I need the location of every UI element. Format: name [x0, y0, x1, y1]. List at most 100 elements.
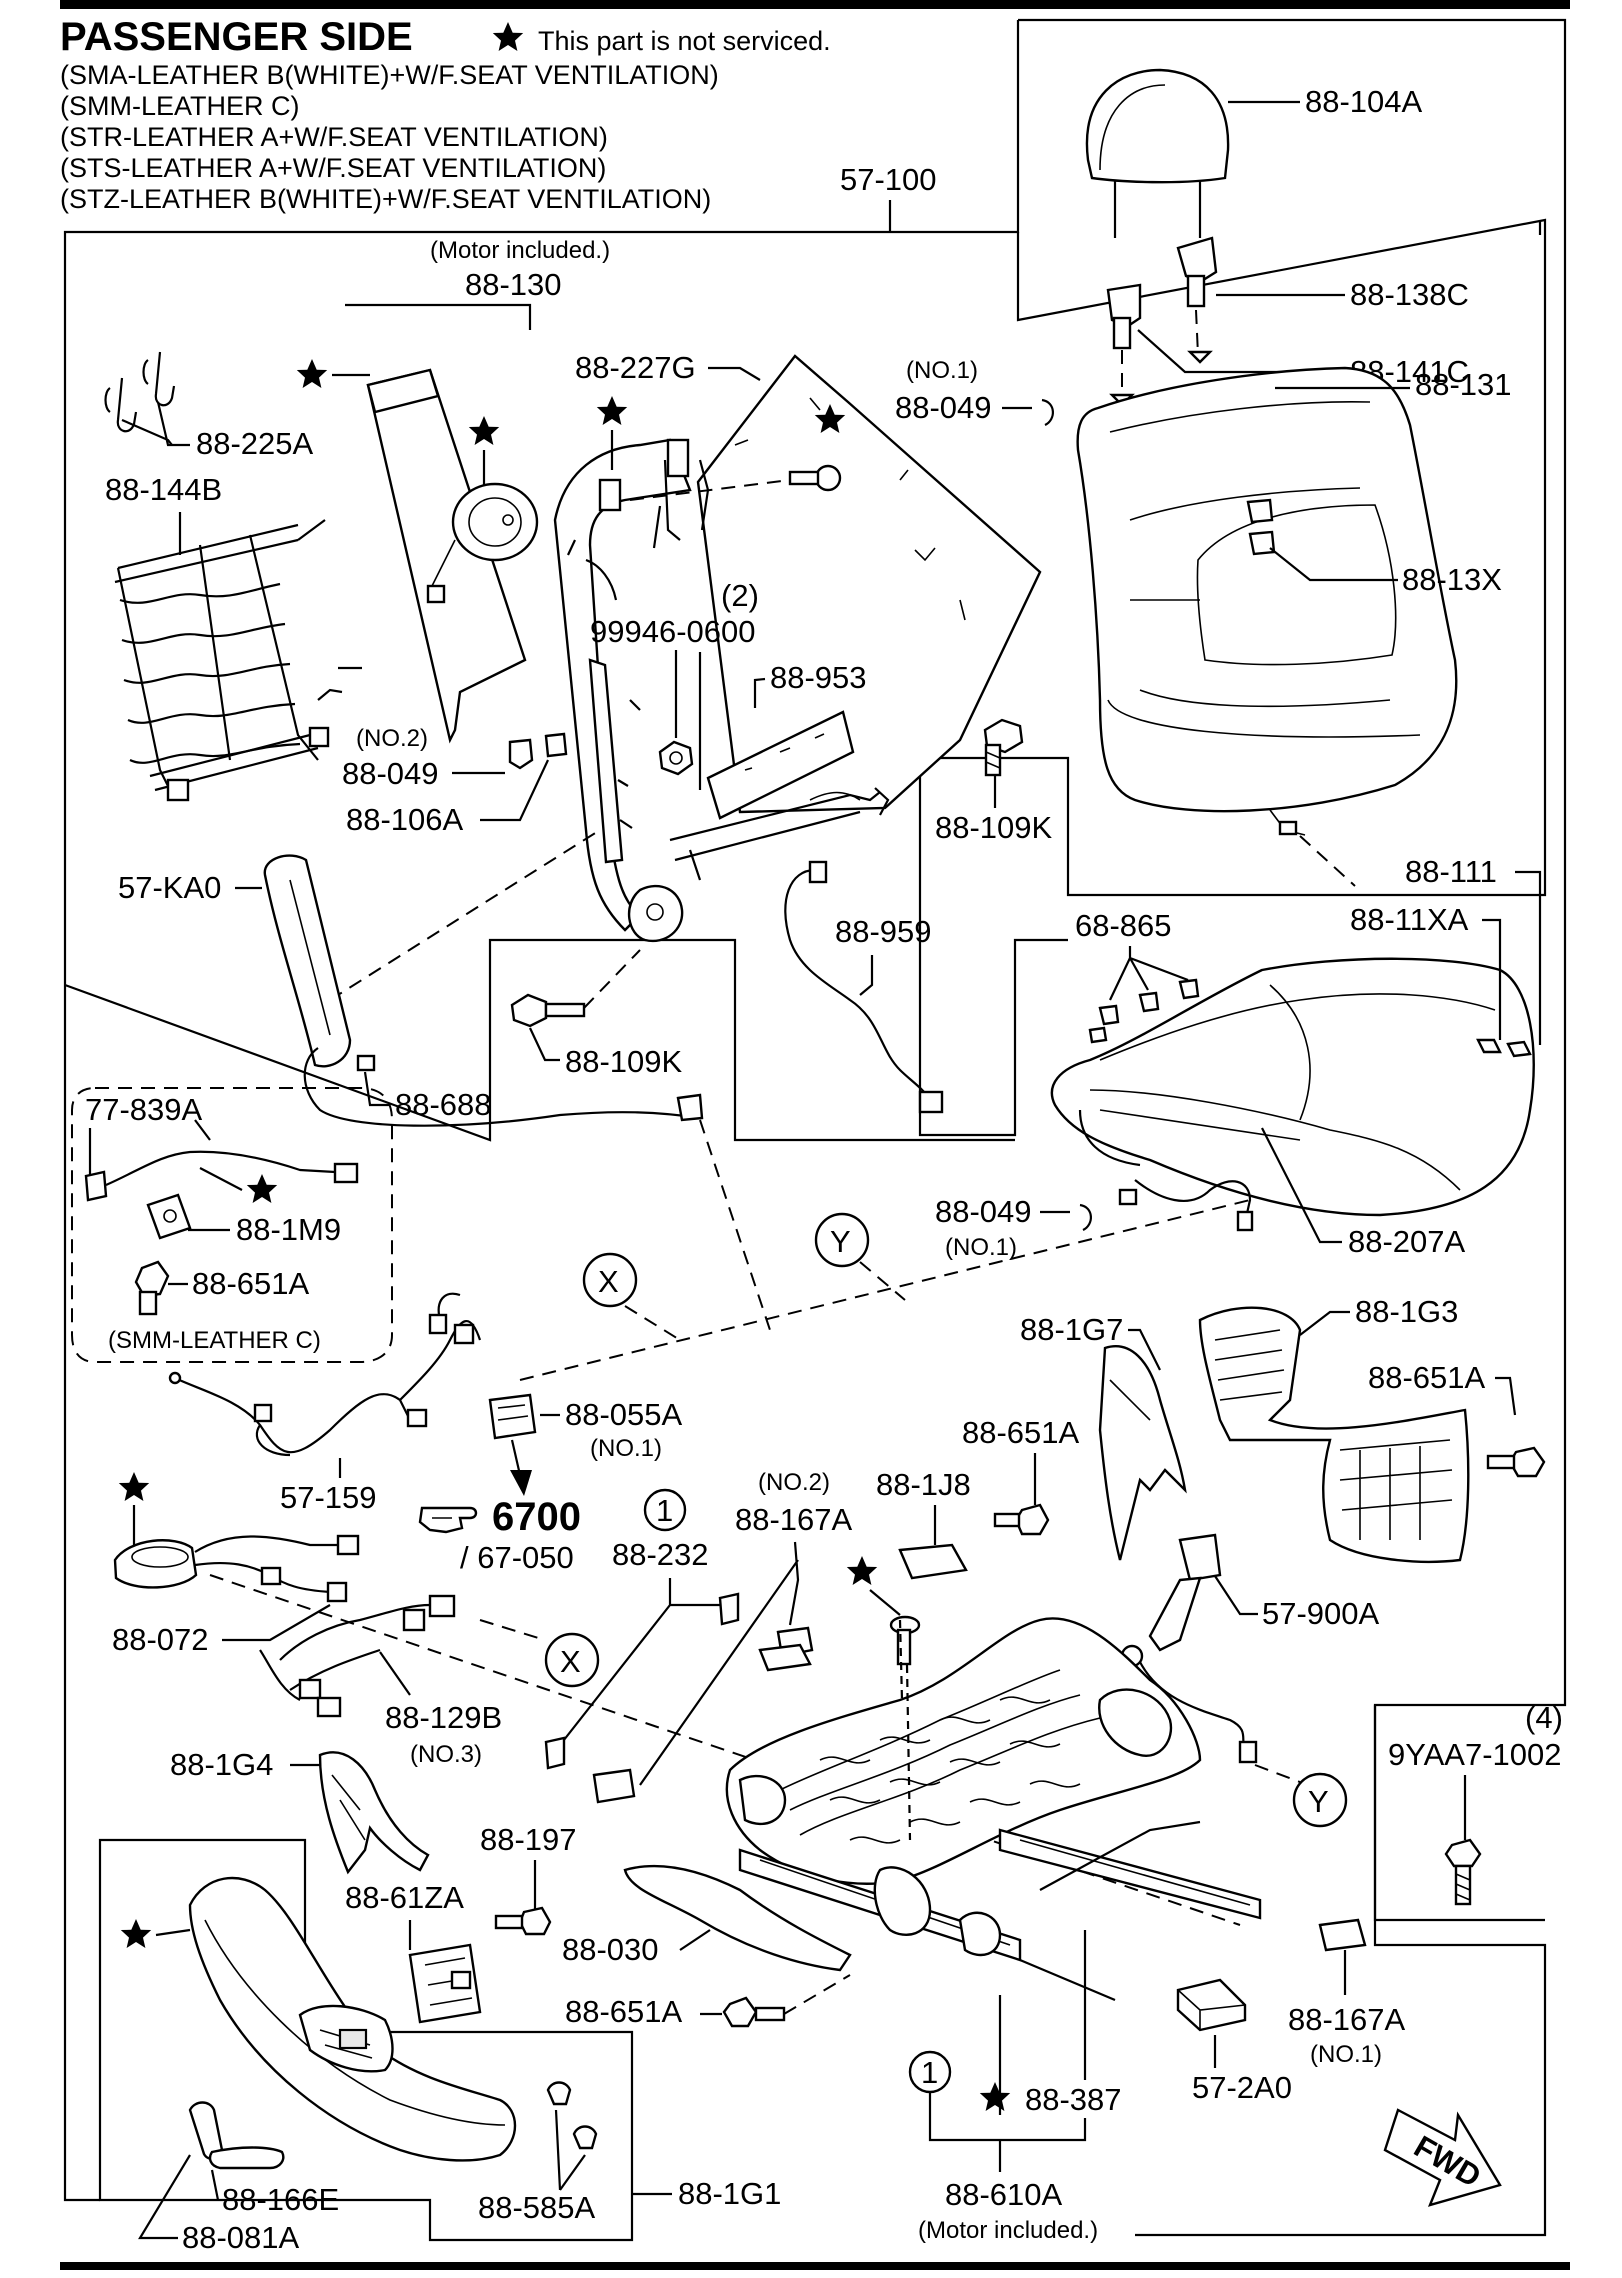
label-x-a: X [598, 1264, 619, 1299]
top-rule [60, 0, 1570, 9]
label-no1-d: (NO.1) [1310, 2041, 1382, 2068]
label-77-839a: 77-839A [85, 1092, 203, 1127]
label-88-030: 88-030 [562, 1932, 659, 1967]
star-icon [846, 1556, 878, 1585]
label-88-1g4: 88-1G4 [170, 1747, 273, 1782]
label-no2-b: (NO.2) [758, 1469, 830, 1496]
seat-frame-assembly [725, 1617, 1262, 2002]
fasteners-68-865 [1088, 978, 1200, 1044]
label-motor-included-bottom: (Motor included.) [918, 2217, 1098, 2244]
label-57-ka0: 57-KA0 [118, 870, 221, 905]
ref-circle-1-upper [643, 1488, 687, 1532]
label-88-651a-a: 88-651A [192, 1266, 310, 1301]
label-ref-6700: 6700 [492, 1495, 581, 1539]
label-88-1m9: 88-1M9 [236, 1212, 341, 1247]
label-88-959: 88-959 [835, 914, 932, 949]
star-icon [296, 359, 328, 388]
harness-57-159 [168, 1292, 482, 1457]
clip-88-049-top [1041, 398, 1054, 427]
clips-88-167a-upper [592, 1626, 814, 1804]
label-88-651a-b: 88-651A [1368, 1360, 1486, 1395]
star-icon [596, 396, 628, 425]
label-no2-a: (NO.2) [356, 725, 428, 752]
label-88-049-c: 88-049 [935, 1194, 1032, 1229]
bolt-9yaa7 [1444, 1838, 1482, 1906]
label-88-131: 88-131 [1415, 367, 1512, 402]
trim-line-5: (STZ-LEATHER B(WHITE)+W/F.SEAT VENTILATI… [60, 184, 711, 214]
label-88-072: 88-072 [112, 1622, 209, 1657]
trim-line-1: (SMA-LEATHER B(WHITE)+W/F.SEAT VENTILATI… [60, 60, 719, 90]
header: PASSENGER SIDE This part is not serviced… [60, 15, 831, 214]
backrest-cover [1076, 366, 1458, 836]
bolt-88-049-backrest [629, 464, 842, 501]
bolt-88-651a-lower [722, 1996, 786, 2028]
trim-line-3: (STR-LEATHER A+W/F.SEAT VENTILATION) [60, 122, 608, 152]
label-88-109k-a: 88-109K [935, 810, 1053, 845]
module-57-2a0 [1176, 1978, 1247, 2032]
smm-group-box [71, 1087, 393, 1363]
label-no3: (NO.3) [410, 1741, 482, 1768]
label-9yaa7-1002: 9YAA7-1002 [1388, 1737, 1562, 1772]
label-qty-4: (4) [1525, 1700, 1563, 1735]
spring-mat [114, 519, 362, 802]
label-88-585a: 88-585A [478, 2190, 596, 2225]
clip-88-049-cushion [1079, 1203, 1092, 1232]
label-y-a: Y [830, 1224, 851, 1259]
label-88-651a-c: 88-651A [962, 1415, 1080, 1450]
label-88-049-a: 88-049 [895, 390, 992, 425]
bolt-88-109k-lower [510, 993, 586, 1028]
trim-88-1g7 [1098, 1345, 1187, 1561]
star-icon [246, 1174, 278, 1203]
bolt-88-651a-right [1486, 1446, 1546, 1478]
label-88-207a: 88-207A [1348, 1224, 1466, 1259]
backrest-heater-mat [366, 368, 527, 744]
label-57-900a: 57-900A [1262, 1596, 1380, 1631]
shield-group-boundary [98, 1838, 634, 2242]
label-one-b: 1 [921, 2055, 938, 2090]
trim-88-1g4 [318, 1751, 430, 1875]
star-icon [120, 1919, 152, 1948]
clip-88-167a-lower [1318, 1918, 1367, 1952]
label-smm-note: (SMM-LEATHER C) [108, 1327, 321, 1354]
ventilation-module [706, 710, 855, 820]
bolt-88-651a-smm [134, 1260, 170, 1316]
label-88-081a: 88-081A [182, 2220, 300, 2255]
star-icon [979, 2082, 1011, 2111]
headrest [1085, 68, 1230, 238]
hand-pointer-icon [418, 1506, 478, 1534]
ref-circle-y-upper [814, 1212, 870, 1268]
nut-99946 [658, 740, 694, 776]
label-57-2a0: 57-2A0 [1192, 2070, 1292, 2105]
bolt-88-651a-mid [993, 1503, 1050, 1536]
label-88-651a-d: 88-651A [565, 1994, 683, 2029]
harness-77-839a [84, 1150, 359, 1240]
label-88-11xa: 88-11XA [1350, 902, 1469, 937]
label-57-159: 57-159 [280, 1480, 377, 1515]
label-88-1j8: 88-1J8 [876, 1467, 971, 1502]
label-88-13x: 88-13X [1402, 562, 1502, 597]
label-99946-0600: 99946-0600 [590, 614, 756, 649]
label-88-166e: 88-166E [222, 2182, 339, 2217]
side-airbag [263, 854, 704, 1127]
label-88-387: 88-387 [1025, 2082, 1122, 2117]
page-title: PASSENGER SIDE [60, 15, 413, 59]
trim-line-2: (SMM-LEATHER C) [60, 91, 300, 121]
bottom-rule [60, 2262, 1570, 2270]
bolt-center [889, 1615, 921, 1666]
harness-88-959 [784, 860, 944, 1114]
clip-88-106a [544, 732, 568, 758]
label-y-b: Y [1308, 1784, 1329, 1819]
trim-88-1g3 [1198, 1306, 1470, 1563]
label-no1-c: (NO.1) [590, 1435, 662, 1462]
label-88-232: 88-232 [612, 1537, 709, 1572]
trim-line-4: (STS-LEATHER A+W/F.SEAT VENTILATION) [60, 153, 606, 183]
backrest-boundary [918, 218, 1547, 1137]
switch-88-61za [408, 1943, 482, 2024]
clip-88-049-no2 [508, 738, 534, 770]
label-88-109k-b: 88-109K [565, 1044, 683, 1079]
star-note: This part is not serviced. [538, 26, 831, 56]
label-88-049-b: 88-049 [342, 756, 439, 791]
switch-88-055a [488, 1393, 537, 1496]
frame-group-boundary [64, 938, 1015, 1142]
